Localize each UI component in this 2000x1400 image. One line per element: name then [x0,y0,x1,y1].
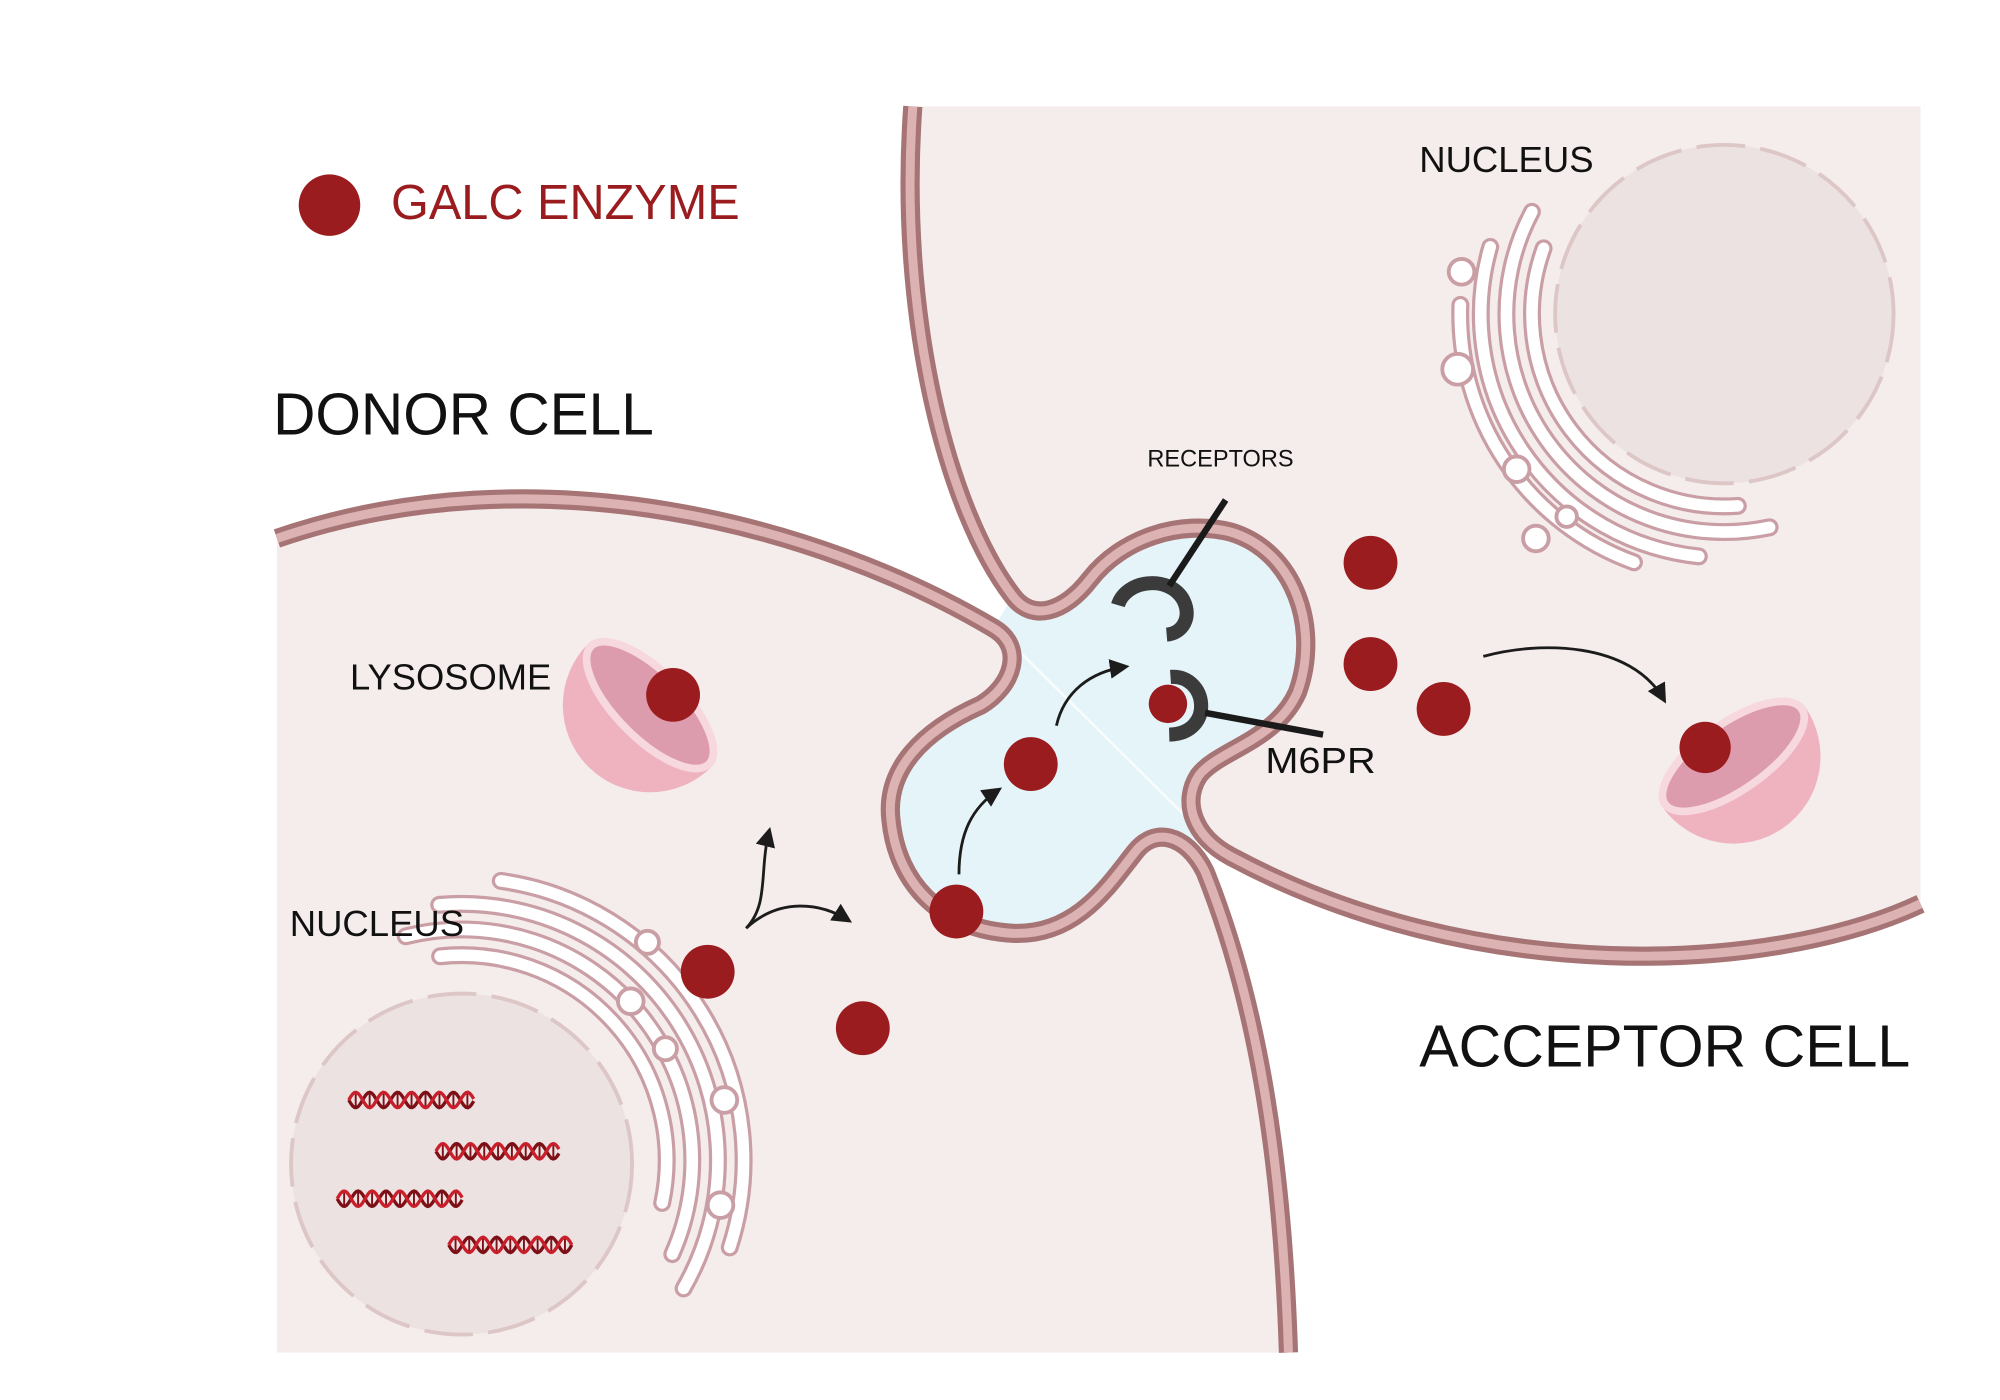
donor-vesicles [616,928,740,1220]
m6pr-receptor [1168,669,1209,742]
acceptor-nucleus-label: NUCLEUS [1419,140,1593,180]
m6pr-label: M6PR [1265,741,1375,781]
galc-enzyme-in-donor-lysosome [646,667,700,722]
arrow-to-receptor [1055,659,1130,726]
dna-strand-light [347,1090,476,1110]
legend: GALC ENZYME [298,174,740,236]
golgi-cisterna [1475,241,1705,563]
lysosome-label: LYSOSOME [350,658,551,698]
galc-enzymes [680,535,1471,1056]
vesicle [705,1190,736,1220]
dna-strand-light [434,1141,561,1161]
donor-nucleus [289,991,634,1337]
golgi-cisterna [495,875,750,1254]
junction-boundary-line [1014,646,1194,824]
arrow-to-secretion [745,903,853,930]
galc-enzyme-in-acceptor-lysosome [1679,721,1731,774]
vesicle [616,986,646,1017]
donor-cell-title: DONOR CELL [273,383,654,448]
galc-enzyme [929,884,984,939]
transport-arrows [745,646,1667,930]
golgi-cisterna [434,949,673,1209]
galc-enzyme [680,944,735,999]
dna-helix [347,1090,476,1110]
dna-strand-dark [335,1189,464,1209]
m6pr-leader-line [1204,709,1324,738]
arrow-to-acceptor-lysosome [1482,646,1667,704]
arrow-into-junction [957,787,1003,875]
dna-strand-dark [447,1235,574,1255]
vesicle [651,1035,679,1063]
receptors-label: RECEPTORS [1147,446,1293,473]
vesicle [1554,504,1579,529]
receptors-leader-line [1166,498,1229,588]
galc-enzyme [1003,737,1058,792]
vesicle [1446,257,1477,287]
acceptor-vesicles [1440,257,1579,554]
receptor-empty [1111,576,1194,642]
dna-helix [447,1235,574,1255]
legend-enzyme-marker [298,174,361,236]
acceptor-nucleus [1553,142,1896,486]
dna-strand-light [447,1235,574,1255]
acceptor-lysosome [1658,697,1821,844]
acceptor-golgi-apparatus [1451,202,1779,572]
vesicle [1501,454,1532,484]
dna-strand-dark [434,1141,561,1161]
dna-helix [434,1141,561,1161]
donor-nucleus-label: NUCLEUS [290,904,464,944]
galc-enzyme [1343,535,1398,590]
dna-helix [335,1189,464,1209]
arrow-to-lysosome [745,826,775,930]
vesicle [1521,523,1551,554]
golgi-cisterna [1500,206,1776,538]
vesicle [1440,351,1476,387]
galc-enzyme [1416,682,1471,736]
acceptor-cell-title: ACCEPTOR CELL [1419,1015,1910,1080]
golgi-cisterna [1526,242,1744,513]
galc-enzyme [1343,637,1398,692]
receptors [1111,498,1324,742]
legend-label: GALC ENZYME [391,176,740,230]
vesicle [709,1085,740,1115]
nuclear-dna [335,1090,574,1255]
galc-enzyme-bound [1148,684,1188,724]
vesicle [633,928,661,956]
galc-enzyme [835,1001,890,1056]
dna-strand-light [335,1189,464,1209]
dna-strand-dark [347,1090,476,1110]
